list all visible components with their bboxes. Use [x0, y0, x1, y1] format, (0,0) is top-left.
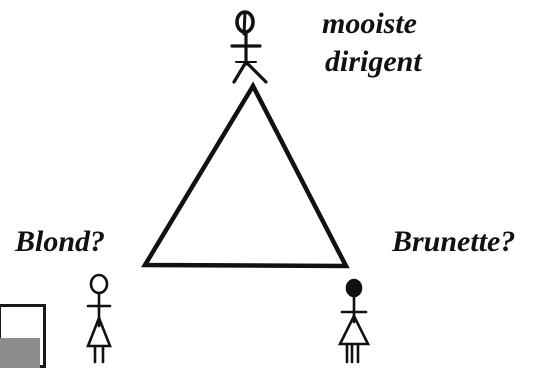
top-label-line1: mooiste [322, 7, 417, 40]
male-stick-figure-icon [230, 10, 268, 84]
triangle [141, 81, 350, 269]
female-stick-figure-icon [337, 278, 371, 364]
female-stick-figure-icon [86, 273, 112, 364]
corner-frame-fill [0, 338, 40, 368]
top-label-line2: dirigent [325, 45, 422, 78]
right-label: Brunette? [392, 225, 516, 258]
left-label: Blond? [15, 225, 106, 258]
